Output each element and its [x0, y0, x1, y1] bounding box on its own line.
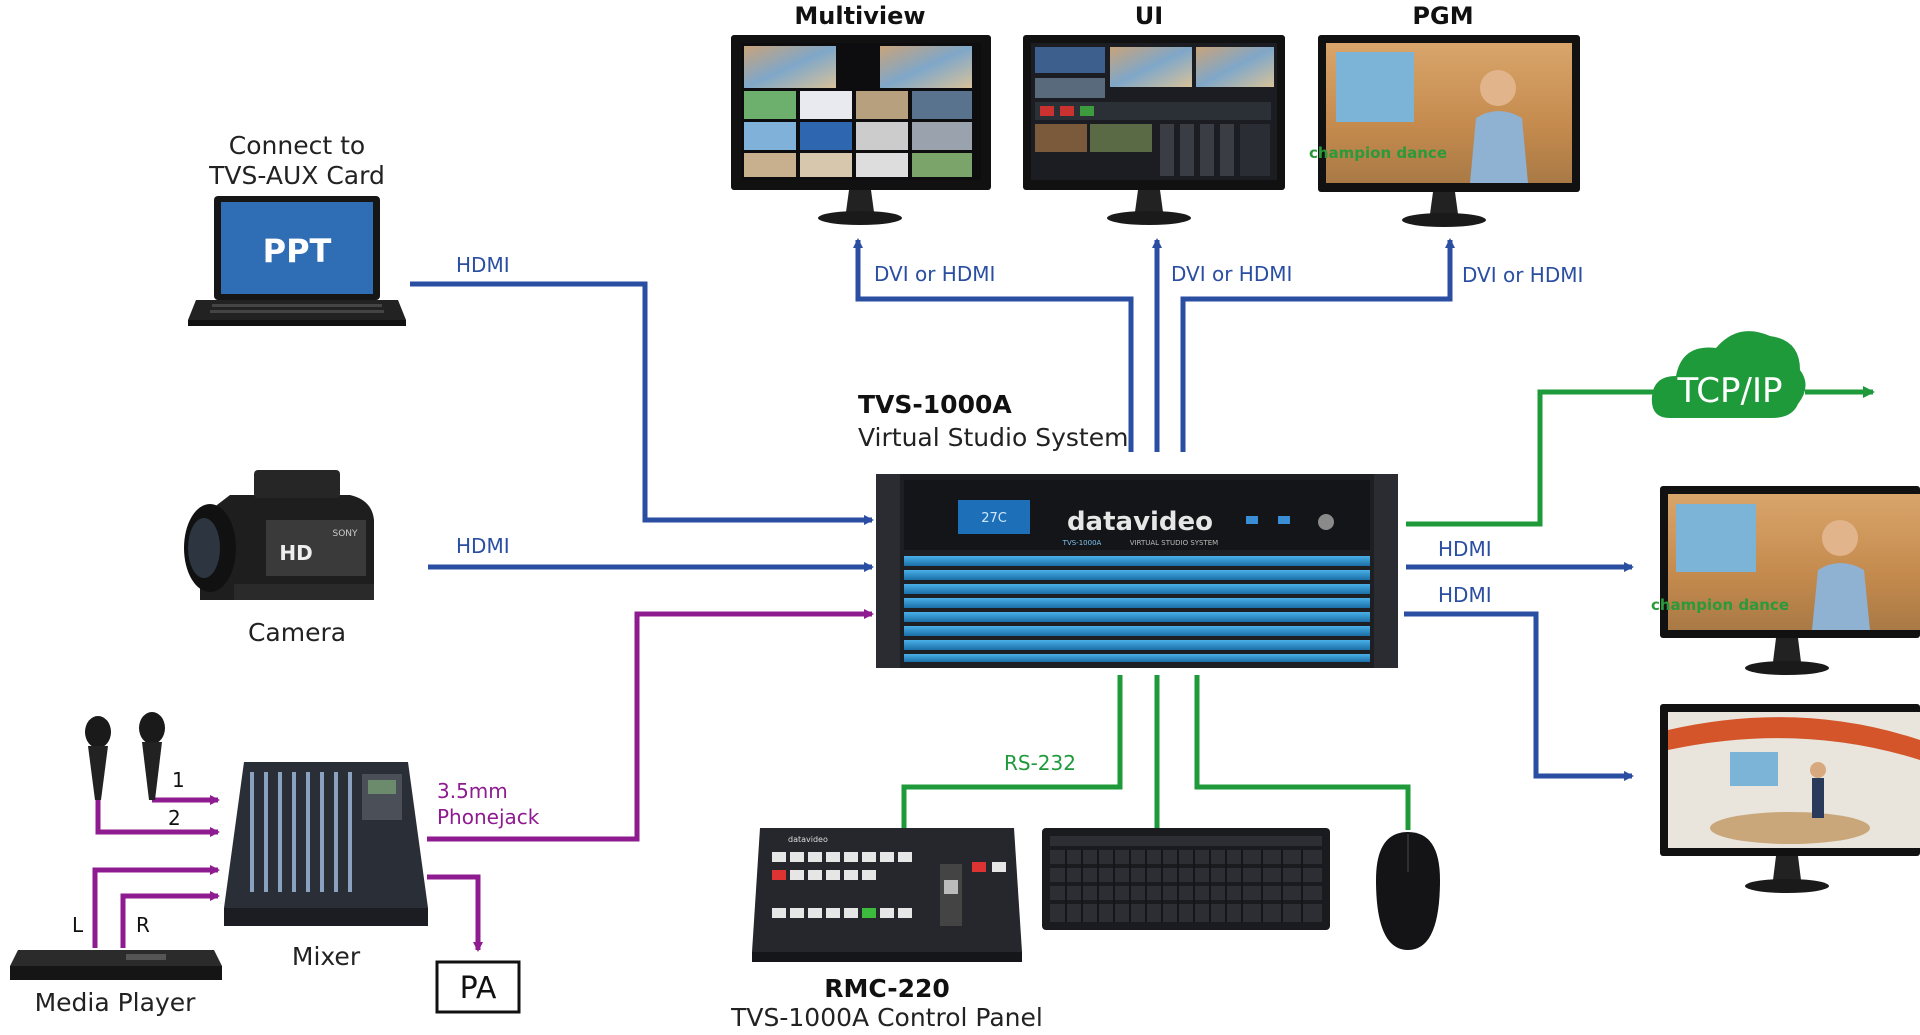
mouse-icon [1376, 832, 1440, 950]
connection-labels: HDMI HDMI DVI or HDMI DVI or HDMI DVI or… [72, 253, 1583, 937]
rmc-220: datavideo [730, 828, 1043, 1032]
rmc-subtitle: TVS-1000A Control Panel [730, 1003, 1043, 1032]
laptop-icon: PPT [188, 196, 406, 326]
pa-label: PA [460, 971, 497, 1006]
tvs-subtitle: Virtual Studio System [858, 423, 1128, 452]
mouse [1376, 832, 1440, 950]
dvi-line-multiview [853, 238, 1134, 452]
tvs-1000a: TVS-1000A Virtual Studio System 27C data… [858, 390, 1398, 668]
pa-box: PA [435, 960, 521, 1014]
connections [92, 238, 1875, 952]
mouse-line [1194, 675, 1411, 830]
ppt-label: PPT [263, 232, 332, 270]
dvi-label-pgm: DVI or HDMI [1462, 263, 1583, 287]
keyboard-key-gaps [1065, 850, 1303, 922]
monitor-title-multiview: Multiview [794, 2, 925, 30]
cloud-icon [1651, 331, 1806, 418]
camcorder-icon: HD SONY [184, 470, 374, 600]
rack-caption: VIRTUAL STUDIO SYSTEM [1130, 539, 1218, 547]
hdmi-line-out-2 [1404, 611, 1634, 781]
camera-hd-text: HD [279, 541, 312, 565]
camera-label: Camera [248, 618, 346, 647]
monitor-out-1: champion dance [1651, 486, 1920, 675]
microphones [85, 712, 165, 800]
monitor-title-ui: UI [1135, 2, 1163, 30]
keyboard-keys [1050, 836, 1322, 922]
microphone-icon [85, 716, 111, 800]
player-label-r: R [136, 913, 150, 937]
keyboard-icon [1042, 828, 1330, 930]
pgm-overlay-text: champion dance [1309, 144, 1447, 162]
mic-label-2: 2 [168, 806, 181, 830]
monitor-icon: champion dance [1651, 486, 1920, 675]
media-player-icon [10, 950, 222, 980]
monitor-icon [731, 35, 991, 225]
tvs-title: TVS-1000A [858, 390, 1012, 419]
audio-line-player-r [120, 891, 220, 948]
monitor-multiview: Multiview [731, 2, 991, 225]
rmc-title: RMC-220 [824, 974, 950, 1003]
rs232-label: RS-232 [1004, 751, 1076, 775]
audio-line-pa [427, 874, 483, 952]
rack-unit-icon: 27C datavideo TVS-1000A VIRTUAL STUDIO S… [876, 474, 1398, 668]
audio-mixer-icon [224, 762, 428, 926]
rmc-brand: datavideo [788, 835, 828, 844]
monitor-out-2 [1660, 704, 1920, 893]
camera-brand-text: SONY [332, 529, 358, 539]
monitor-pgm: PGM champion dance [1309, 2, 1580, 227]
mic-label-1: 1 [172, 768, 185, 792]
tcp-ip-label: TCP/IP [1676, 371, 1782, 411]
out1-overlay-text: champion dance [1651, 596, 1789, 614]
rs232-line [901, 675, 1123, 832]
audio-line-player-l [92, 865, 220, 948]
phonejack-label-2: Phonejack [437, 805, 540, 829]
monitor-title-pgm: PGM [1412, 2, 1473, 30]
hdmi-label-out-1: HDMI [1438, 537, 1492, 561]
camera: HD SONY Camera [184, 470, 374, 647]
mixer: Mixer [224, 762, 428, 971]
hdmi-label-camera: HDMI [456, 534, 510, 558]
keyboard [1042, 828, 1330, 930]
media-player-label: Media Player [35, 988, 197, 1017]
hdmi-label-out-2: HDMI [1438, 583, 1492, 607]
rack-model: TVS-1000A [1062, 539, 1102, 547]
network-line [1406, 389, 1660, 527]
dvi-label-ui: DVI or HDMI [1171, 262, 1292, 286]
rack-brand: datavideo [1067, 507, 1213, 537]
tvs-aux-label: TVS-AUX Card [208, 161, 385, 190]
monitor-icon [1023, 35, 1285, 225]
microphone-icon [139, 712, 165, 800]
mixer-label: Mixer [292, 942, 361, 971]
phonejack-label-1: 3.5mm [437, 779, 508, 803]
audio-line-mic-2 [95, 800, 220, 837]
laptop: Connect to TVS-AUX Card PPT [188, 131, 406, 326]
hdmi-line-laptop [410, 281, 874, 525]
player-label-l: L [72, 913, 84, 937]
audio-line-mixer [427, 609, 874, 842]
media-player: Media Player [10, 950, 222, 1017]
rack-vents [904, 556, 1370, 662]
control-panel-icon: datavideo [752, 828, 1022, 962]
dvi-label-multiview: DVI or HDMI [874, 262, 995, 286]
lcd-text: 27C [981, 511, 1007, 526]
mixer-knobs [250, 772, 352, 892]
tcp-ip-cloud: TCP/IP [1651, 331, 1806, 418]
dvi-line-pgm [1180, 238, 1455, 452]
rmc-buttons [772, 852, 1006, 918]
monitor-ui: UI [1023, 2, 1285, 225]
connect-to-label: Connect to [229, 131, 365, 160]
hdmi-label-laptop: HDMI [456, 253, 510, 277]
monitor-icon [1660, 704, 1920, 893]
monitor-icon: champion dance [1309, 35, 1580, 227]
